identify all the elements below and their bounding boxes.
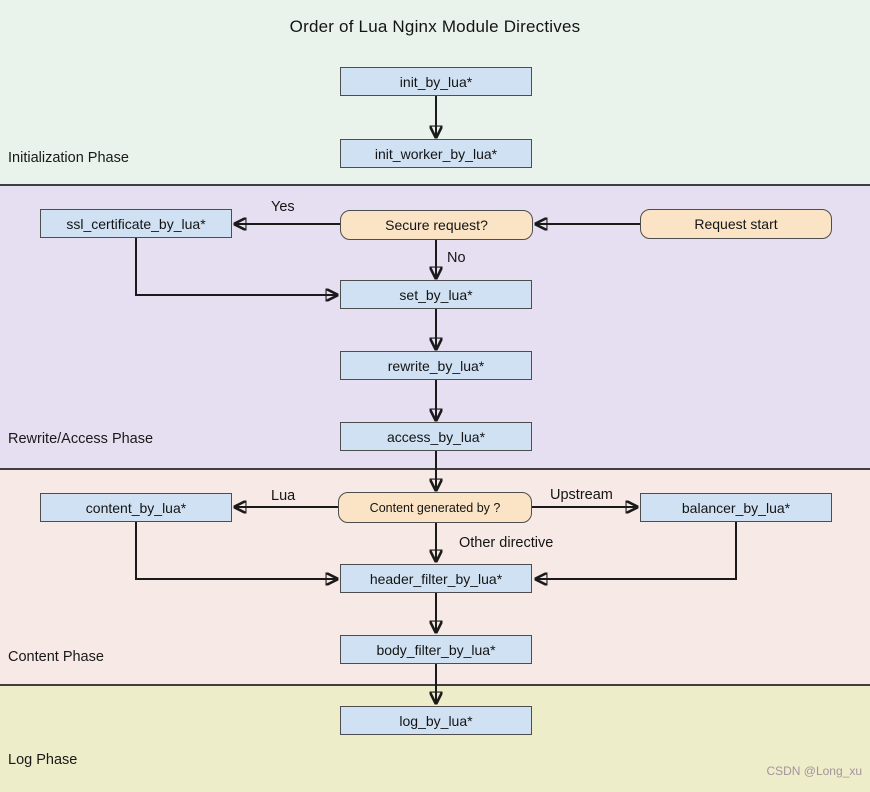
node-log-by-lua: log_by_lua* [340,706,532,735]
node-access-by-lua: access_by_lua* [340,422,532,451]
edge-label-yes: Yes [271,199,295,215]
edge-label-no: No [447,250,466,266]
node-rewrite-by-lua: rewrite_by_lua* [340,351,532,380]
node-request-start: Request start [640,209,832,239]
node-ssl-certificate-by-lua: ssl_certificate_by_lua* [40,209,232,238]
phase-label-rewrite-access: Rewrite/Access Phase [8,431,154,447]
node-init-by-lua: init_by_lua* [340,67,532,96]
node-secure-request-decision: Secure request? [340,210,533,240]
phase-label-log: Log Phase [8,752,78,768]
node-set-by-lua: set_by_lua* [340,280,532,309]
diagram-title: Order of Lua Nginx Module Directives [289,17,581,36]
node-body-filter-by-lua: body_filter_by_lua* [340,635,532,664]
phase-label-content: Content Phase [8,649,104,665]
phase-band-log [0,684,870,792]
watermark-text: CSDN @Long_xu [766,764,862,778]
node-content-by-lua: content_by_lua* [40,493,232,522]
edge-label-upstream: Upstream [550,487,613,503]
node-header-filter-by-lua: header_filter_by_lua* [340,564,532,593]
node-init-worker-by-lua: init_worker_by_lua* [340,139,532,168]
node-balancer-by-lua: balancer_by_lua* [640,493,832,522]
edge-label-other-directive: Other directive [459,535,554,551]
edge-label-lua: Lua [271,488,296,504]
node-content-generated-by-decision: Content generated by ? [338,492,532,523]
phase-label-initialization: Initialization Phase [8,150,129,166]
